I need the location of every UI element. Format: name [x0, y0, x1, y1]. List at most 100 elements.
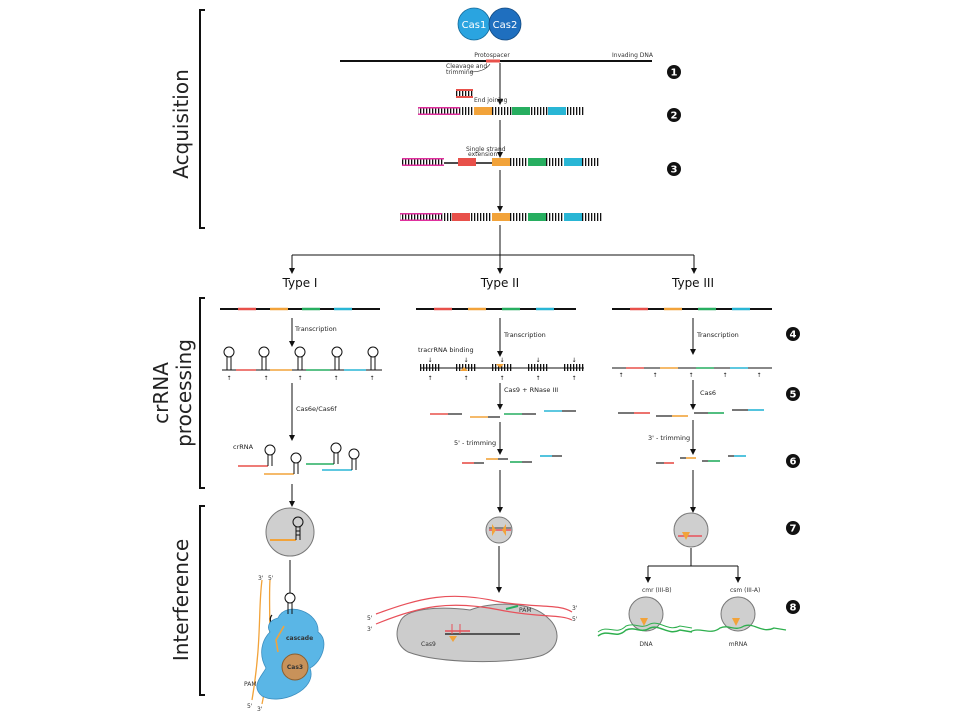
- cas3-label: Cas3: [287, 664, 303, 671]
- type2-tracrrna-label: tracrRNA binding: [418, 346, 474, 354]
- csm-label: csm (III-A): [730, 587, 760, 594]
- section-label-crrna: crRNA: [149, 362, 173, 424]
- step-7-badge: 7: [786, 521, 800, 535]
- svg-text:5: 5: [790, 390, 797, 401]
- type1-5prime-top: 5': [268, 575, 274, 582]
- svg-text:↑: ↑: [688, 372, 693, 379]
- trimming-label: trimming: [446, 69, 474, 76]
- interference-bracket: [199, 505, 205, 696]
- cascade-blob: [256, 608, 325, 700]
- type1-mature-crrnas: [238, 442, 360, 475]
- type2-cas9-rnase-label: Cas9 + RNase III: [504, 386, 558, 394]
- type3-cas6-label: Cas6: [700, 389, 716, 397]
- crispr-array-final: [400, 213, 602, 221]
- mrna-label: mRNA: [729, 641, 749, 648]
- type1-cascade-complex: [265, 507, 315, 557]
- svg-text:↑: ↑: [535, 375, 540, 382]
- invading-dna-label: Invading DNA: [612, 52, 654, 59]
- step-6-badge: 6: [786, 454, 800, 468]
- svg-text:↑: ↑: [756, 372, 761, 379]
- cas1-label: Cas1: [462, 20, 487, 31]
- type1-3prime-top: 3': [258, 575, 264, 582]
- step-3-badge: 3: [667, 162, 681, 176]
- type3-mature-crrnas: [656, 455, 746, 464]
- cas9-blob: [396, 603, 558, 663]
- type-iii-label: Type III: [671, 276, 714, 290]
- dna-label: DNA: [639, 641, 653, 648]
- crispr-array-step3: [402, 158, 600, 166]
- type2-target-binding: [375, 595, 573, 663]
- type1-crrna-label: crRNA: [233, 443, 254, 451]
- protospacer-segment: [486, 59, 500, 63]
- type3-processed-crrnas: [618, 409, 764, 417]
- single-strand-label: Single strand: [466, 146, 506, 153]
- type1-cas6e-label: Cas6e/Cas6f: [296, 405, 337, 413]
- svg-text:6: 6: [790, 457, 797, 468]
- section-label-acquisition: Acquisition: [169, 69, 193, 179]
- type2-mature-crrnas: [462, 455, 562, 464]
- svg-text:↑: ↑: [571, 375, 576, 382]
- type2-3prime-right: 3': [572, 605, 578, 612]
- type3-transcription-label: Transcription: [696, 331, 739, 339]
- svg-text:↑: ↑: [618, 372, 623, 379]
- type-i-label: Type I: [282, 276, 318, 290]
- svg-text:↓: ↓: [499, 357, 504, 364]
- svg-text:1: 1: [671, 68, 678, 79]
- crrna-processing-bracket: [199, 297, 205, 489]
- svg-text:↓: ↓: [427, 357, 432, 364]
- cas2-label: Cas2: [493, 20, 518, 31]
- type3-pre-crrna: ↑ ↑ ↑ ↑ ↑: [612, 367, 772, 379]
- cas9-label: Cas9: [421, 641, 436, 648]
- svg-text:↑: ↑: [333, 375, 338, 382]
- type-branch-connector: [289, 225, 697, 274]
- svg-text:↑: ↑: [652, 372, 657, 379]
- type1-target-binding: [251, 579, 325, 705]
- svg-text:↓: ↓: [535, 357, 540, 364]
- svg-text:7: 7: [790, 524, 797, 535]
- type2-transcription-label: Transcription: [503, 331, 546, 339]
- type2-5trim-label: 5' - trimming: [454, 439, 496, 447]
- type2-3prime-left: 3': [367, 626, 373, 633]
- cleaved-spacer-color2: [456, 96, 473, 98]
- cleavage-label: Cleavage and: [446, 63, 487, 70]
- extension-label: extension: [468, 151, 497, 158]
- svg-text:↓: ↓: [571, 357, 576, 364]
- section-label-interference: Interference: [169, 539, 193, 661]
- svg-text:↑: ↑: [297, 375, 302, 382]
- svg-text:2: 2: [671, 111, 678, 122]
- type3-branch-connector: [645, 548, 741, 583]
- step-8-badge: 8: [786, 600, 800, 614]
- type2-cas9-complex: [485, 516, 513, 544]
- type1-3prime-bottom: 3': [257, 706, 263, 713]
- svg-text:↑: ↑: [263, 375, 268, 382]
- crispr-array-step2: [418, 107, 584, 115]
- cas1-cas2-complex: Cas1 Cas2: [457, 7, 522, 41]
- type2-5prime-left: 5': [367, 615, 373, 622]
- cmr-complex-dna: [597, 596, 693, 637]
- type2-5prime-right: 5': [572, 616, 578, 623]
- cleavage-curve-arrow: [469, 63, 491, 73]
- svg-text:↑: ↑: [499, 375, 504, 382]
- type1-5prime-bottom: 5': [247, 703, 253, 710]
- svg-text:4: 4: [790, 330, 797, 341]
- csm-complex-mrna: [689, 596, 787, 633]
- svg-text:3: 3: [671, 165, 678, 176]
- svg-text:↑: ↑: [722, 372, 727, 379]
- end-joining-label: End joining: [474, 97, 508, 104]
- svg-text:↑: ↑: [427, 375, 432, 382]
- acquisition-bracket: [199, 9, 205, 229]
- svg-text:↑: ↑: [226, 375, 231, 382]
- cas2-protein: [488, 7, 522, 41]
- cmr-label: cmr (III-B): [642, 587, 672, 594]
- step-5-badge: 5: [786, 387, 800, 401]
- section-label-processing: processing: [172, 339, 196, 447]
- type1-pre-crrna-hairpins: ↑ ↑ ↑ ↑ ↑: [222, 346, 382, 382]
- type3-complex: [673, 512, 709, 548]
- type2-pam-label: PAM: [519, 607, 532, 614]
- step-4-badge: 4: [786, 327, 800, 341]
- type3-3trim-label: 3' - trimming: [648, 434, 690, 442]
- cleaved-spacer: [456, 90, 473, 97]
- type1-pam-label: PAM: [244, 681, 257, 688]
- step-2-badge: 2: [667, 108, 681, 122]
